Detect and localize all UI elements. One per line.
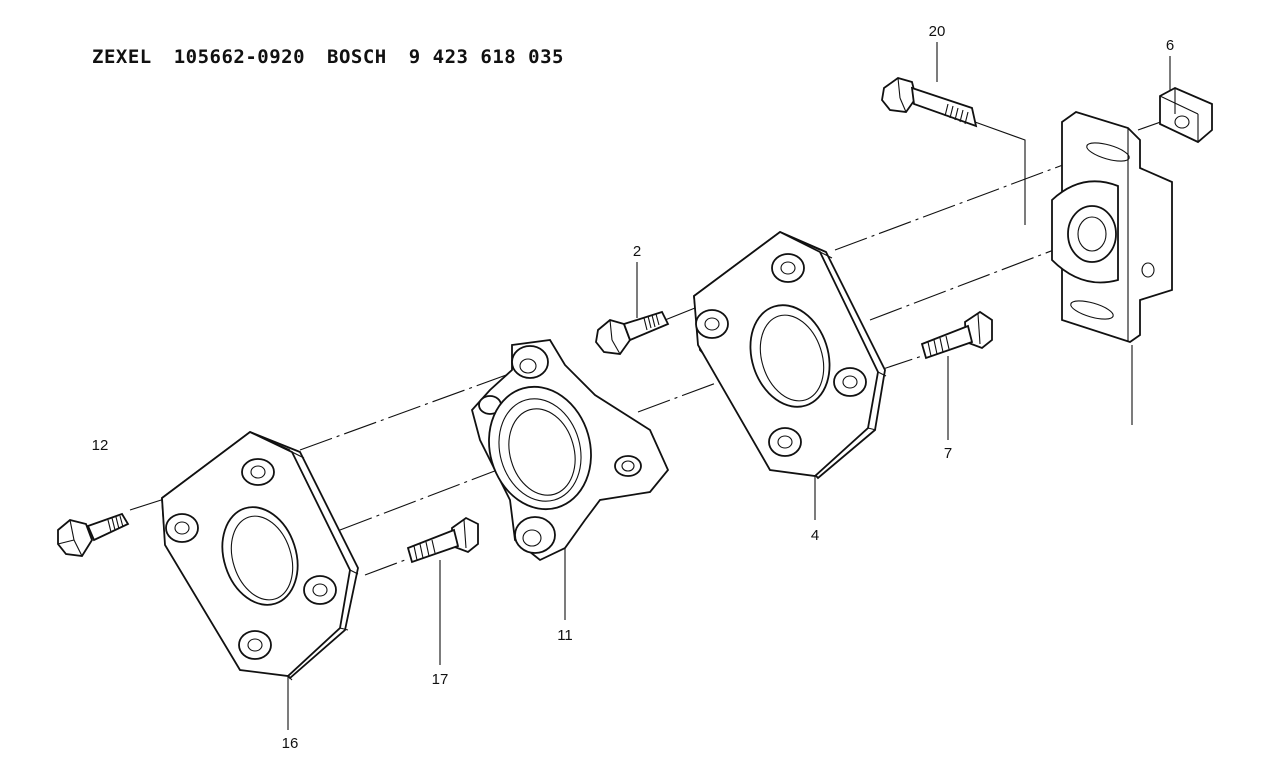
bolt-17 (406, 516, 479, 665)
drawing-title: ZEXEL 105662-0920 BOSCH 9 423 618 035 (92, 46, 586, 68)
callout-4: 4 (811, 527, 819, 544)
nut-block-6 (1159, 56, 1213, 144)
brand-zexel: ZEXEL (92, 46, 152, 68)
bearing-housing-11 (471, 339, 670, 620)
callout-20: 20 (929, 23, 946, 40)
callout-11: 11 (557, 627, 573, 644)
part-number-zexel: 105662-0920 (173, 46, 306, 68)
callout-16: 16 (282, 735, 299, 752)
callout-6: 6 (1166, 37, 1174, 54)
flange-plate-16 (161, 430, 359, 730)
bolt-2 (595, 262, 670, 355)
bolt-12 (57, 512, 130, 557)
sensor-housing (1051, 111, 1173, 425)
callout-2: 2 (633, 243, 641, 260)
brand-bosch: BOSCH (327, 46, 387, 68)
bolt-20 (881, 42, 978, 128)
bolt-7 (920, 310, 993, 440)
flange-plate-4 (693, 230, 887, 520)
callout-12: 12 (92, 437, 109, 454)
callout-7: 7 (944, 445, 952, 462)
callout-17: 17 (432, 671, 449, 688)
part-number-bosch: 9 423 618 035 (408, 46, 564, 68)
